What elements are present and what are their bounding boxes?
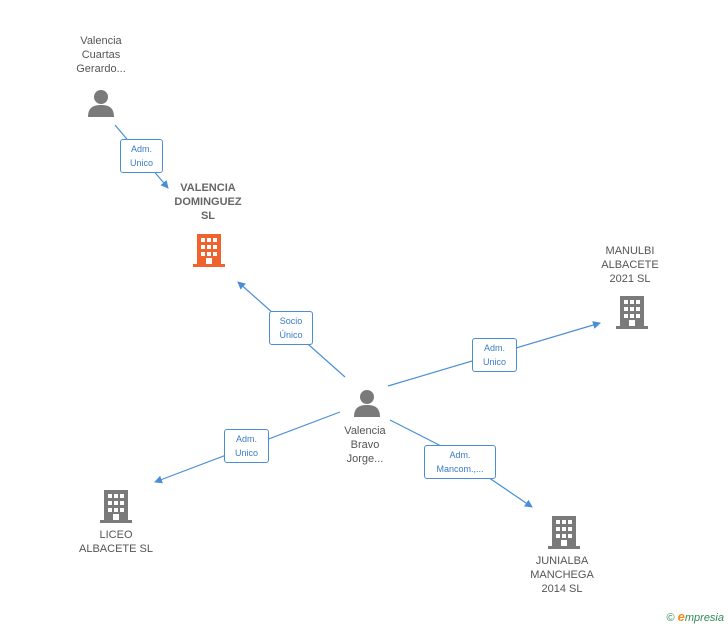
edge-label-adm-unico[interactable]: Adm. Unico	[472, 338, 517, 372]
node-manulbi[interactable]: MANULBI ALBACETE 2021 SL	[585, 244, 675, 286]
node-label: MANULBI ALBACETE 2021 SL	[601, 245, 659, 285]
brand-logo-text: mpresia	[684, 612, 724, 624]
node-label: Valencia Cuartas Gerardo...	[76, 35, 126, 75]
edge-label-adm-unico[interactable]: Adm. Unico	[120, 139, 163, 173]
edge-label-socio-unico[interactable]: Socio Único	[269, 311, 313, 345]
person-icon	[354, 390, 380, 417]
node-label: LICEO ALBACETE SL	[79, 529, 153, 555]
building-icon	[616, 296, 648, 329]
building-icon	[193, 234, 225, 267]
node-valencia-bravo[interactable]: Valencia Bravo Jorge...	[320, 424, 410, 466]
copyright-icon: ©	[666, 612, 675, 624]
node-junialba[interactable]: JUNIALBA MANCHEGA 2014 SL	[517, 554, 607, 596]
building-icon	[100, 490, 132, 523]
person-icon	[88, 90, 114, 117]
node-valencia-dominguez[interactable]: VALENCIA DOMINGUEZ SL	[158, 181, 258, 223]
building-icon	[548, 516, 580, 549]
edge-label-adm-mancom[interactable]: Adm. Mancom.,...	[424, 445, 496, 479]
node-label: VALENCIA DOMINGUEZ SL	[174, 182, 242, 222]
node-label: JUNIALBA MANCHEGA 2014 SL	[530, 555, 594, 595]
node-liceo[interactable]: LICEO ALBACETE SL	[66, 528, 166, 556]
brand-logo-e: e	[677, 609, 685, 624]
node-valencia-cuartas[interactable]: Valencia Cuartas Gerardo...	[56, 34, 146, 76]
node-label: Valencia Bravo Jorge...	[344, 425, 386, 465]
edge-label-adm-unico[interactable]: Adm. Unico	[224, 429, 269, 463]
brand-footer: © empresia	[666, 609, 724, 624]
